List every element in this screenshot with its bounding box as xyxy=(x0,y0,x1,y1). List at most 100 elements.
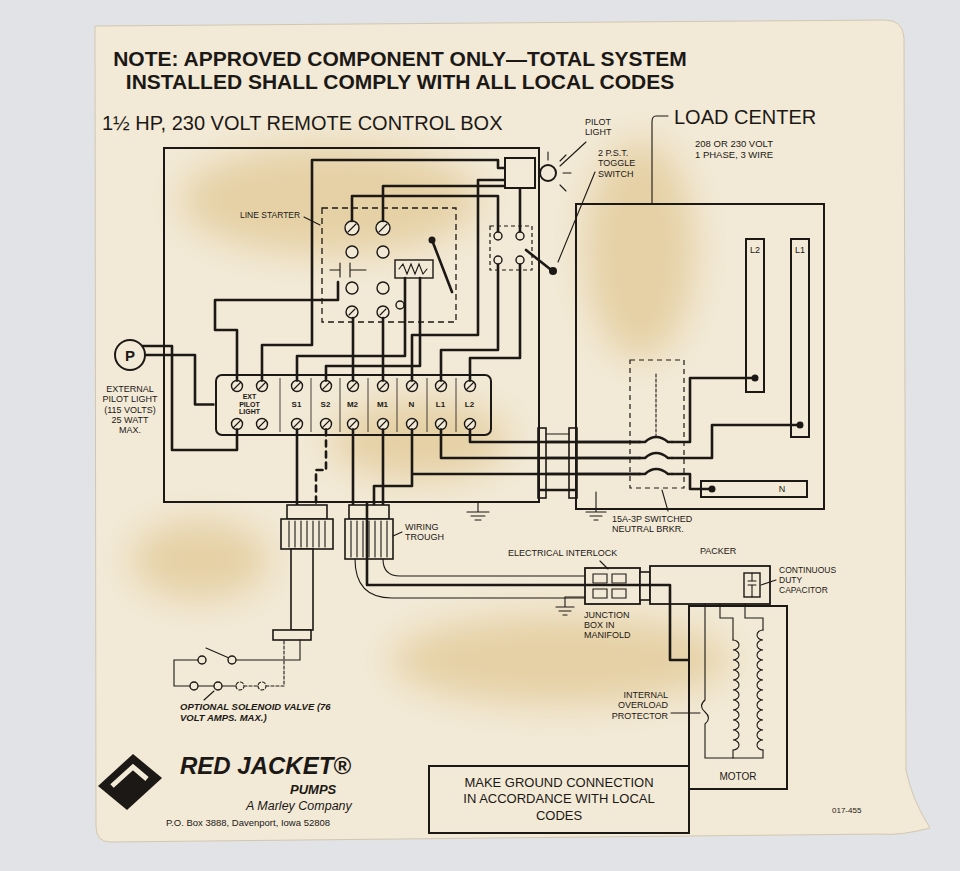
packer xyxy=(650,566,770,604)
leader-line xyxy=(204,116,776,713)
fitting-hatch xyxy=(351,521,387,557)
breaker-outline xyxy=(630,360,684,488)
wiring-trough-fitting xyxy=(281,519,333,549)
toggle-switch-lever xyxy=(526,250,550,269)
callout-label: PILOT LIGHT xyxy=(585,117,625,138)
external-pilot-light: P xyxy=(114,339,146,371)
bus-bar: L2 xyxy=(745,238,765,393)
water-stain xyxy=(390,615,730,705)
control-wire xyxy=(142,346,640,506)
motor-winding xyxy=(702,604,764,758)
solenoid-wire xyxy=(174,640,300,686)
company-logo xyxy=(98,754,162,810)
node-sublabel: M2 xyxy=(347,400,358,409)
node-label: L1 xyxy=(792,245,808,255)
callout-label: ELECTRICAL INTERLOCK xyxy=(508,548,617,558)
company-mark: PUMPS xyxy=(290,783,336,797)
callout-label: INTERNAL OVERLOAD PROTECTOR xyxy=(598,690,668,721)
control-box: 1½ HP, 230 VOLT REMOTE CONTROL BOXEXT PI… xyxy=(163,147,540,503)
water-stain xyxy=(585,140,695,360)
water-stain xyxy=(130,520,270,600)
sheet-title: NOTE: APPROVED COMPONENT ONLY—TOTAL SYST… xyxy=(80,47,720,93)
toggle-switch-outline xyxy=(490,226,532,270)
bus-wire xyxy=(672,378,800,489)
node-sublabel: L1 xyxy=(436,400,445,409)
company-mark: A Marley Company xyxy=(246,800,352,814)
wiring-trough-flange xyxy=(273,630,311,640)
node-label: 1½ HP, 230 VOLT REMOTE CONTROL BOX xyxy=(102,112,503,135)
pilot-light-socket xyxy=(505,158,535,188)
conduit-top xyxy=(546,433,569,434)
breaker-pole xyxy=(640,437,672,474)
paper-sheet xyxy=(95,20,930,842)
company-mark: RED JACKET® xyxy=(180,753,351,779)
node-sublabel: L2 xyxy=(465,400,474,409)
breaker-lever xyxy=(655,372,656,437)
node-sublabel: S2 xyxy=(321,400,331,409)
pilot-light-rays xyxy=(548,152,571,191)
part-number: 017-455 xyxy=(832,806,861,815)
bus-bar: L1 xyxy=(790,238,810,438)
callout-label: PACKER xyxy=(700,546,736,556)
solenoid-terminal xyxy=(190,656,236,690)
interlock-terminal xyxy=(593,574,626,598)
node-sublabel: M1 xyxy=(377,400,388,409)
callout-label: WIRING TROUGH xyxy=(405,522,455,543)
company-logo-stripe xyxy=(112,767,147,786)
node-label: EXT PILOT LIGHT xyxy=(235,393,265,415)
pilot-light-bulb xyxy=(540,165,556,181)
wire-connector xyxy=(540,489,575,492)
neutral-bar: N xyxy=(700,480,808,498)
water-stain xyxy=(130,140,730,705)
starter-coil xyxy=(395,260,433,278)
node-label: L2 xyxy=(747,245,763,255)
node-label: LOAD CENTER xyxy=(674,106,816,129)
manifold-pipe xyxy=(355,559,585,598)
capacitor-plates xyxy=(748,573,756,597)
callout-label: LINE STARTER xyxy=(240,211,300,221)
ground-note-box: MAKE GROUND CONNECTION IN ACCORDANCE WIT… xyxy=(428,765,690,834)
control-wire xyxy=(215,160,520,381)
control-wire-dashed xyxy=(316,430,326,507)
water-stain xyxy=(180,145,480,255)
node-sublabel: 208 OR 230 VOLT 1 PHASE, 3 WIRE xyxy=(695,139,780,161)
capacitor-symbol xyxy=(744,573,760,597)
wiring-trough-fitting xyxy=(349,505,389,519)
callout-label: OPTIONAL SOLENOID VALVE (76 VOLT AMPS. M… xyxy=(180,702,340,724)
line-starter-outline xyxy=(322,208,456,322)
callout-label: CONTINUOUS DUTY CAPACITOR xyxy=(779,566,843,595)
node-sublabel: S1 xyxy=(292,400,302,409)
motor-coil xyxy=(733,630,763,758)
starter-lever xyxy=(432,240,452,292)
toggle-switch-knob xyxy=(549,267,557,275)
terminal-screw xyxy=(232,381,476,430)
load-center: LOAD CENTER208 OR 230 VOLT 1 PHASE, 3 WI… xyxy=(575,203,825,510)
electrical-interlock xyxy=(585,568,640,604)
fitting-hatch xyxy=(289,521,325,547)
motor-housing: MOTOR xyxy=(688,605,788,790)
callout-label: 2 P.S.T. TOGGLE SWITCH xyxy=(598,148,644,179)
node-label: MAKE GROUND CONNECTION IN ACCORDANCE WIT… xyxy=(457,775,662,824)
terminal-strip: EXT PILOT LIGHT S1 S2 M2 M1 N L1 L2 xyxy=(215,374,492,436)
company-mark: P.O. Box 3888, Davenport, Iowa 52808 xyxy=(166,818,330,828)
node-label: N xyxy=(772,484,792,494)
wiring-trough-fitting xyxy=(287,505,327,519)
node-sublabel: N xyxy=(409,400,415,409)
wiring-trough-pipe xyxy=(291,549,313,630)
toggle-switch-terminal xyxy=(494,232,524,264)
water-stain xyxy=(330,400,510,480)
callout-label: EXTERNAL PILOT LIGHT (115 VOLTS) 25 WATT… xyxy=(101,384,159,436)
starter-coil-winding xyxy=(399,264,427,274)
callout-label: JUNCTION BOX IN MANIFOLD xyxy=(584,611,646,641)
node-label: MOTOR xyxy=(690,771,786,783)
solenoid-valve-dashed xyxy=(236,640,284,690)
starter-lever-pivot xyxy=(429,237,436,244)
starter-contact-symbol xyxy=(330,263,366,277)
callout-label: 15A-3P SWITCHED NEUTRAL BRKR. xyxy=(612,514,722,535)
wiring-trough-fitting xyxy=(345,519,393,559)
terminal-divider xyxy=(280,378,456,432)
terminal-screw-slot xyxy=(234,383,474,428)
manifold-flange xyxy=(640,572,650,600)
